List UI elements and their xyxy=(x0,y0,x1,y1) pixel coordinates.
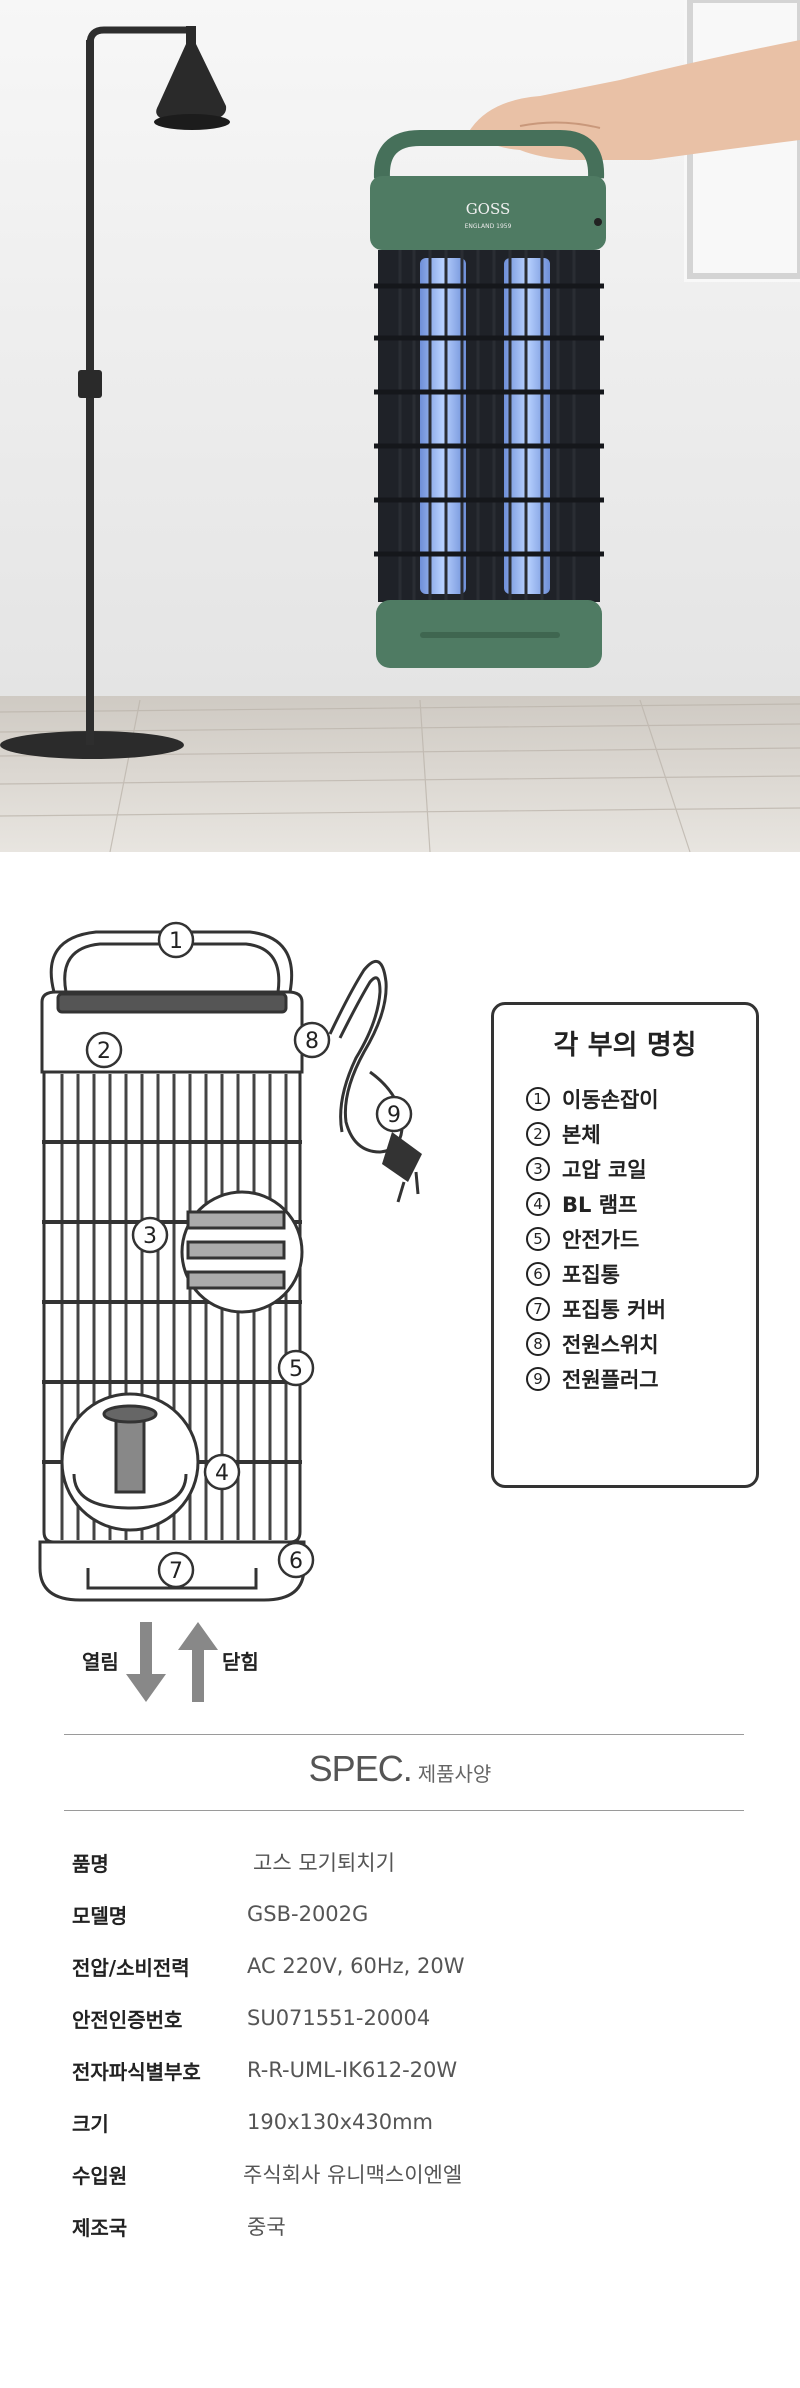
spec-subtitle: 제품사양 xyxy=(417,1762,492,1786)
legend-name: 본체 xyxy=(562,1122,601,1147)
parts-line-drawing: 1 2 3 4 5 6 7 8 9 xyxy=(38,921,422,1702)
legend-num: 2 xyxy=(526,1121,550,1146)
spec-label: 모델명 xyxy=(72,1903,128,1928)
callout-3: 3 xyxy=(143,1224,157,1249)
legend-item: 9 전원플러그 xyxy=(526,1361,666,1396)
close-label: 닫힘 xyxy=(222,1650,259,1674)
parts-diagram: 1 2 3 4 5 6 7 8 9 열림 닫힘 각 부의 명칭 1 이동손잡이 2… xyxy=(0,852,800,1732)
legend-list: 1 이동손잡이 2 본체 3 고압 코일 4 BL 램프 5 안전가드 6 포집통 7 포집통… xyxy=(526,1081,666,1396)
legend-item: 3 고압 코일 xyxy=(526,1151,666,1186)
legend-name: 안전가드 xyxy=(562,1227,640,1252)
legend-title: 각 부의 명칭 xyxy=(553,1030,697,1061)
legend-item: 7 포집통 커버 xyxy=(526,1291,666,1326)
legend-num: 1 xyxy=(526,1086,550,1111)
spec-label: 전압/소비전력 xyxy=(72,1955,190,1980)
spec-value: 주식회사 유니맥스이엔엘 xyxy=(243,2163,463,2187)
brand-sub: ENGLAND 1959 xyxy=(465,223,512,230)
callout-5: 5 xyxy=(289,1357,303,1382)
legend-item: 1 이동손잡이 xyxy=(526,1081,666,1116)
legend-name: 전원플러그 xyxy=(562,1367,659,1392)
product-photo-illustration: GOSS ENGLAND 1959 xyxy=(0,0,800,852)
legend-num: 8 xyxy=(526,1331,550,1356)
spec-row: 전압/소비전력 AC 220V, 60Hz, 20W xyxy=(72,1946,732,1986)
spec-label: 제조국 xyxy=(72,2215,128,2240)
spec-value: 중국 xyxy=(247,2215,286,2239)
spec-value: 고스 모기퇴치기 xyxy=(253,1851,395,1875)
spec-row: 크기 190x130x430mm xyxy=(72,2102,732,2142)
spec-row: 안전인증번호 SU071551-20004 xyxy=(72,1998,732,2038)
brand-logo: GOSS xyxy=(466,200,511,218)
spec-top-rule xyxy=(64,1734,744,1735)
legend-num: 6 xyxy=(526,1261,550,1286)
legend-num: 3 xyxy=(526,1156,550,1181)
legend-name: BL 램프 xyxy=(562,1192,638,1217)
spec-label: 전자파식별부호 xyxy=(72,2059,201,2084)
spec-label: 품명 xyxy=(72,1851,109,1876)
spec-label: 수입원 xyxy=(72,2163,128,2188)
legend-item: 6 포집통 xyxy=(526,1256,666,1291)
spec-value: AC 220V, 60Hz, 20W xyxy=(247,1954,465,1978)
legend-num: 5 xyxy=(526,1226,550,1251)
spec-value: GSB-2002G xyxy=(247,1902,369,1926)
spec-bottom-rule xyxy=(64,1810,744,1811)
spec-row: 수입원 주식회사 유니맥스이엔엘 xyxy=(72,2154,732,2194)
spec-label: 안전인증번호 xyxy=(72,2007,183,2032)
legend-item: 4 BL 램프 xyxy=(526,1186,666,1221)
legend-num: 7 xyxy=(526,1296,550,1321)
open-label: 열림 xyxy=(82,1650,119,1674)
spec-row: 전자파식별부호 R-R-UML-IK612-20W xyxy=(72,2050,732,2090)
spec-title: SPEC. xyxy=(308,1748,413,1789)
parts-legend: 각 부의 명칭 1 이동손잡이 2 본체 3 고압 코일 4 BL 램프 5 안전가드 6… xyxy=(491,1002,759,1488)
legend-name: 이동손잡이 xyxy=(562,1087,659,1112)
legend-item: 5 안전가드 xyxy=(526,1221,666,1256)
spec-value: SU071551-20004 xyxy=(247,2006,431,2030)
callout-2: 2 xyxy=(97,1039,111,1064)
spec-row: 품명 고스 모기퇴치기 xyxy=(72,1842,732,1882)
callout-7: 7 xyxy=(169,1559,183,1584)
legend-item: 8 전원스위치 xyxy=(526,1326,666,1361)
legend-num: 4 xyxy=(526,1191,550,1216)
spec-row: 제조국 중국 xyxy=(72,2206,732,2246)
spec-value: 190x130x430mm xyxy=(247,2110,434,2134)
callout-1: 1 xyxy=(169,929,183,954)
legend-name: 포집통 커버 xyxy=(562,1297,666,1322)
legend-name: 포집통 xyxy=(562,1262,620,1287)
callout-9: 9 xyxy=(387,1103,401,1128)
legend-num: 9 xyxy=(526,1366,550,1391)
spec-heading: SPEC.제품사양 xyxy=(0,1748,800,1790)
spec-section: SPEC.제품사양 품명 고스 모기퇴치기 모델명 GSB-2002G 전압/소비전… xyxy=(0,1732,800,2388)
callout-8: 8 xyxy=(305,1029,319,1054)
legend-name: 전원스위치 xyxy=(562,1332,659,1357)
spec-label: 크기 xyxy=(72,2111,109,2136)
legend-item: 2 본체 xyxy=(526,1116,666,1151)
product-photo: GOSS ENGLAND 1959 xyxy=(0,0,800,852)
spec-value: R-R-UML-IK612-20W xyxy=(247,2058,458,2082)
legend-name: 고압 코일 xyxy=(562,1157,647,1182)
callout-6: 6 xyxy=(289,1549,303,1574)
spec-row: 모델명 GSB-2002G xyxy=(72,1894,732,1934)
callout-4: 4 xyxy=(215,1461,229,1486)
